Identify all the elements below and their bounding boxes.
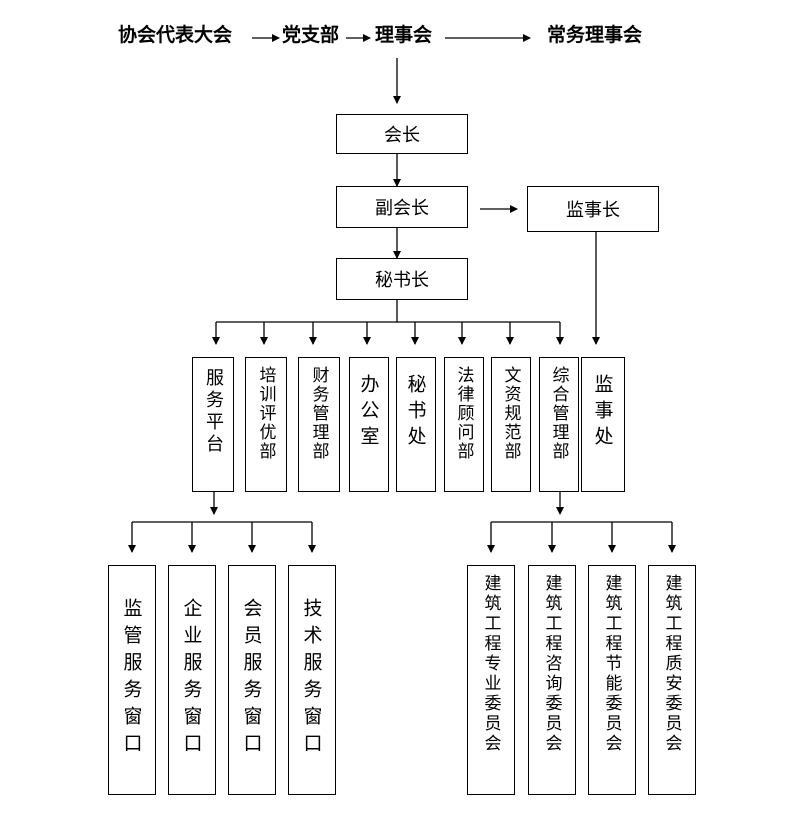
dept-comprehensive: 综合管理部: [539, 357, 579, 492]
dept-label: 服务平台: [203, 368, 224, 456]
committee-label: 建筑工程专业委员会: [480, 574, 501, 754]
dept-supervision-office: 监事处: [581, 357, 625, 492]
dept-label: 办公室: [357, 374, 380, 452]
committee-consulting: 建筑工程咨询委员会: [528, 565, 576, 795]
secretary-general-label: 秘书长: [375, 270, 429, 291]
vice-president-label: 副会长: [375, 198, 429, 219]
window-label: 监管服务窗口: [120, 598, 143, 760]
window-supervision-service: 监管服务窗口: [108, 565, 156, 795]
dept-secretariat: 秘书处: [396, 357, 436, 492]
supervisor-chief-label: 监事长: [566, 200, 620, 221]
window-label: 会员服务窗口: [240, 598, 263, 760]
committee-label: 建筑工程质安委员会: [661, 574, 682, 754]
dept-finance: 财务管理部: [298, 357, 340, 492]
window-technical-service: 技术服务窗口: [288, 565, 336, 795]
committee-label: 建筑工程咨询委员会: [541, 574, 562, 754]
party-branch-label: 党支部: [282, 24, 340, 46]
window-enterprise-service: 企业服务窗口: [168, 565, 216, 795]
congress-label: 协会代表大会: [118, 24, 233, 46]
secretary-general-box: 秘书长: [336, 258, 468, 300]
president-box: 会长: [336, 114, 468, 154]
dept-training: 培训评优部: [245, 357, 287, 492]
window-label: 技术服务窗口: [300, 598, 323, 760]
dept-label: 文资规范部: [500, 366, 521, 461]
committee-professional: 建筑工程专业委员会: [467, 565, 515, 795]
supervisor-chief-box: 监事长: [527, 186, 659, 232]
standing-council-label: 常务理事会: [547, 24, 643, 46]
dept-legal: 法律顾问部: [444, 357, 484, 492]
dept-service-platform: 服务平台: [192, 357, 234, 492]
committee-energy-saving: 建筑工程节能委员会: [588, 565, 636, 795]
dept-standards: 文资规范部: [491, 357, 531, 492]
committee-quality-safety: 建筑工程质安委员会: [648, 565, 696, 795]
dept-label: 培训评优部: [255, 366, 276, 461]
council-label: 理事会: [375, 24, 433, 46]
dept-label: 财务管理部: [308, 366, 329, 461]
committee-label: 建筑工程节能委员会: [601, 574, 622, 754]
window-member-service: 会员服务窗口: [228, 565, 276, 795]
dept-label: 法律顾问部: [453, 366, 474, 461]
dept-label: 秘书处: [404, 374, 427, 452]
dept-office: 办公室: [349, 357, 389, 492]
president-label: 会长: [384, 125, 420, 146]
vice-president-box: 副会长: [336, 186, 468, 228]
dept-label: 综合管理部: [548, 366, 569, 461]
window-label: 企业服务窗口: [180, 598, 203, 760]
dept-label: 监事处: [591, 374, 614, 452]
